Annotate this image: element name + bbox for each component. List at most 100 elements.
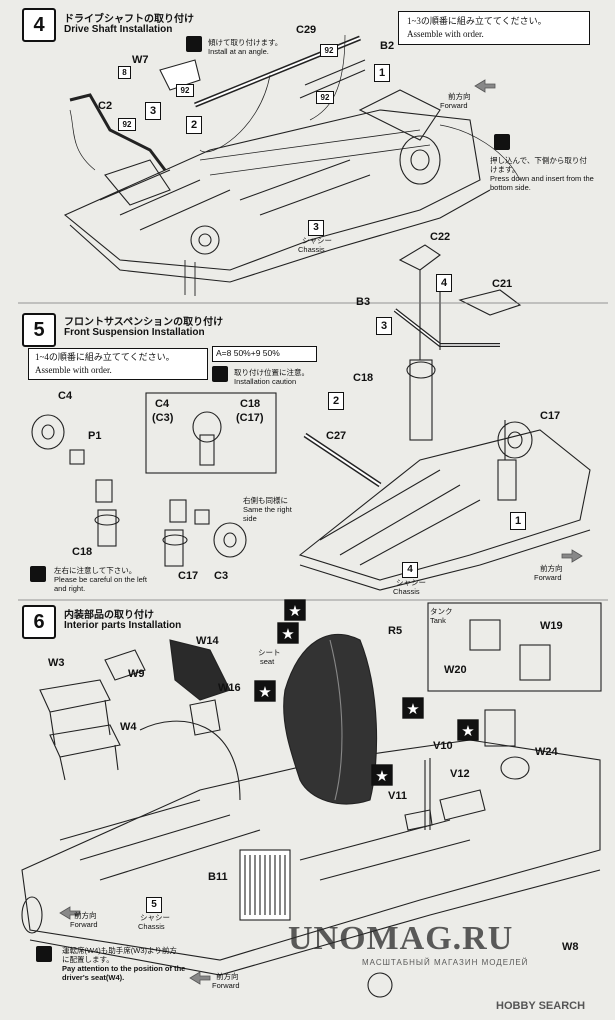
color-mix-box: A=8 50%+9 50% bbox=[212, 346, 317, 362]
badge-8: 8 bbox=[118, 66, 131, 79]
part-c21: C21 bbox=[492, 278, 513, 290]
part-w16: W16 bbox=[218, 682, 241, 694]
forward-label-en: Forward bbox=[212, 981, 240, 990]
color-mix-text: A=8 50%+9 50% bbox=[216, 348, 280, 358]
forward-label-jp: 前方向 bbox=[448, 92, 471, 101]
tank-label-en: Tank bbox=[430, 616, 446, 625]
caution-icon bbox=[186, 36, 202, 52]
order-num-2: 2 bbox=[328, 392, 344, 410]
driver-seat-note-jp: 運転席(W4)も助手席(W3)より前方に配置します。 bbox=[62, 946, 177, 964]
forward-label-jp: 前方向 bbox=[74, 911, 97, 920]
driver-seat-icon bbox=[36, 946, 52, 962]
order-num-1: 1 bbox=[510, 512, 526, 530]
tilt-note-en: Install at an angle. bbox=[208, 47, 269, 56]
tank-label-jp: タンク bbox=[430, 607, 453, 616]
inset-c4: C4 bbox=[155, 398, 170, 410]
chassis-label-jp: シャシー bbox=[302, 236, 332, 245]
step-5-title-jp: フロントサスペンションの取り付け bbox=[64, 317, 224, 328]
part-c27: C27 bbox=[326, 430, 347, 442]
step-4-order-jp: 1~3の順番に組み立ててください。 bbox=[407, 16, 547, 26]
seat-label-en: seat bbox=[260, 657, 275, 666]
svg-text:★: ★ bbox=[406, 700, 419, 718]
part-c18: C18 bbox=[353, 372, 374, 384]
chassis-label-en: Chassis bbox=[298, 245, 325, 254]
step-5-number: 5 bbox=[22, 313, 56, 347]
step-4-order-en: Assemble with order. bbox=[407, 29, 484, 39]
forward-label-en: Forward bbox=[534, 573, 562, 582]
badge-92: 92 bbox=[320, 44, 338, 57]
step-6-title-en: Interior parts Installation bbox=[64, 620, 182, 631]
step-4-title-jp: ドライブシャフトの取り付け bbox=[64, 14, 194, 25]
part-b2: B2 bbox=[380, 40, 395, 52]
driver-seat-note-en: Pay attention to the position of the dri… bbox=[62, 964, 186, 982]
part-c22: C22 bbox=[430, 231, 451, 243]
step-5-order-jp: 1~4の順番に組み立ててください。 bbox=[35, 352, 175, 362]
part-w19: W19 bbox=[540, 620, 563, 632]
step-5-order-en: Assemble with order. bbox=[35, 365, 112, 375]
part-c3: C3 bbox=[214, 570, 229, 582]
part-b11: B11 bbox=[208, 871, 228, 883]
forward-label-jp: 前方向 bbox=[216, 972, 239, 981]
careful-note-jp: 左右に注意して下さい。 bbox=[54, 566, 137, 575]
part-c17-left: C17 bbox=[178, 570, 199, 582]
part-p1: P1 bbox=[88, 430, 102, 442]
part-w20: W20 bbox=[444, 664, 467, 676]
badge-92: 92 bbox=[118, 118, 136, 131]
watermark-site: UNOMAG.RU bbox=[288, 920, 514, 957]
part-c2: C2 bbox=[98, 100, 113, 112]
forward-label-jp: 前方向 bbox=[540, 564, 563, 573]
careful-icon bbox=[30, 566, 46, 582]
chassis-label-jp: シャシー bbox=[140, 913, 170, 922]
install-position-note-jp: 取り付け位置に注意。 bbox=[234, 368, 309, 377]
chassis-label-jp: シャシー bbox=[396, 578, 426, 587]
part-v11: V11 bbox=[388, 790, 407, 802]
svg-text:★: ★ bbox=[281, 625, 294, 643]
part-v12: V12 bbox=[450, 768, 470, 780]
chassis-step-ref: 5 bbox=[146, 897, 162, 913]
part-c29: C29 bbox=[296, 24, 317, 36]
press-icon bbox=[494, 134, 510, 150]
badge-92: 92 bbox=[316, 91, 334, 104]
part-w7: W7 bbox=[132, 54, 149, 66]
step-5-order-box: 1~4の順番に組み立ててください。 Assemble with order. bbox=[28, 348, 208, 380]
inset-c18: C18 bbox=[240, 398, 261, 410]
chassis-label-en: Chassis bbox=[138, 922, 165, 931]
step-4-order-box: 1~3の順番に組み立ててください。 Assemble with order. bbox=[398, 11, 590, 45]
forward-label-en: Forward bbox=[440, 101, 468, 110]
forward-label-en: Forward bbox=[70, 920, 98, 929]
step-6-number: 6 bbox=[22, 605, 56, 639]
same-side-note-jp: 右側も同様に bbox=[243, 496, 288, 505]
footer-brand: HOBBY SEARCH bbox=[496, 1000, 586, 1012]
part-w4: W4 bbox=[120, 721, 137, 733]
order-num-1: 1 bbox=[374, 64, 390, 82]
inset-c3: (C3) bbox=[152, 412, 174, 424]
step-4-number: 4 bbox=[22, 8, 56, 42]
seat-label-jp: シート bbox=[258, 648, 281, 657]
order-num-2: 2 bbox=[186, 116, 202, 134]
chassis-label-en: Chassis bbox=[393, 587, 420, 596]
chassis-step-ref: 4 bbox=[402, 562, 418, 578]
watermark-subtitle: МАСШТАБНЫЙ МАГАЗИН МОДЕЛЕЙ bbox=[362, 958, 529, 967]
same-side-note-en: Same the right side bbox=[243, 505, 292, 523]
tilt-note-jp: 傾けて取り付けます。 bbox=[208, 38, 283, 47]
press-note-jp: 押し込んで、下側から取り付けます。 bbox=[490, 156, 587, 174]
svg-text:★: ★ bbox=[258, 683, 271, 701]
part-c18-left: C18 bbox=[72, 546, 93, 558]
order-num-4: 4 bbox=[436, 274, 452, 292]
part-r5: R5 bbox=[388, 625, 403, 637]
part-v10: V10 bbox=[433, 740, 453, 752]
part-w24: W24 bbox=[535, 746, 558, 758]
inset-c17: (C17) bbox=[236, 412, 264, 424]
caution-icon bbox=[212, 366, 228, 382]
part-w14: W14 bbox=[196, 635, 219, 647]
order-num-3: 3 bbox=[376, 317, 392, 335]
svg-text:★: ★ bbox=[288, 602, 301, 620]
step-6-title-jp: 内装部品の取り付け bbox=[64, 610, 154, 621]
step-4-title-en: Drive Shaft Installation bbox=[64, 24, 173, 35]
part-b3: B3 bbox=[356, 296, 371, 308]
careful-note-en: Please be careful on the left and right. bbox=[54, 575, 147, 593]
badge-92: 92 bbox=[176, 84, 194, 97]
press-note-en: Press down and insert from the bottom si… bbox=[490, 174, 594, 192]
part-w3: W3 bbox=[48, 657, 65, 669]
